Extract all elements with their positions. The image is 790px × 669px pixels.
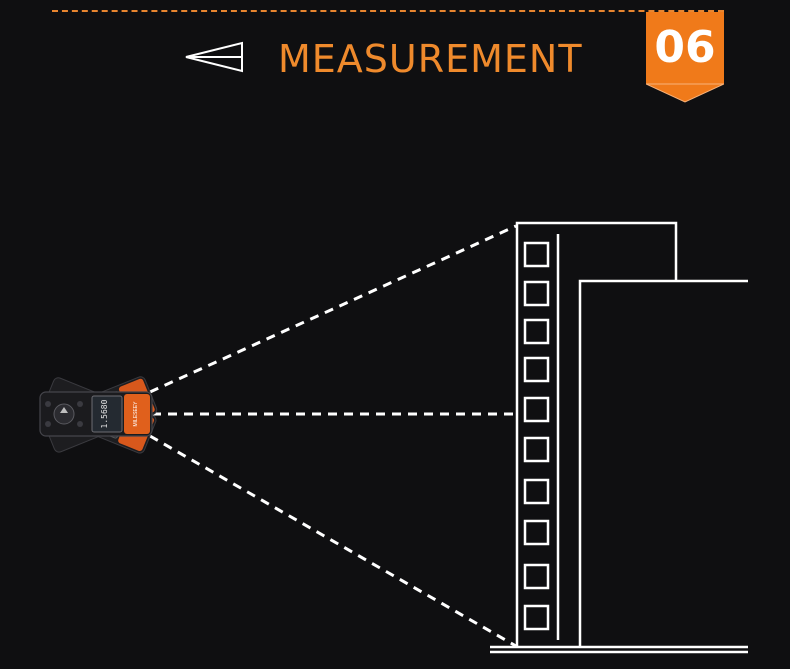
window [523, 356, 550, 383]
building-windows [523, 241, 550, 631]
window [523, 478, 550, 505]
laser-beam-top [149, 224, 517, 394]
laser-beams [149, 224, 517, 648]
device-orange-cap [124, 394, 150, 434]
window [523, 280, 550, 307]
building-tall-block [515, 221, 678, 646]
window [523, 318, 550, 345]
window [523, 519, 550, 546]
window [523, 241, 550, 268]
window [523, 604, 550, 631]
section-title: MEASUREMENT [278, 37, 583, 81]
section-number: 06 [654, 22, 716, 73]
device-brand: MILESEEY [133, 401, 139, 427]
window [523, 436, 550, 463]
top-divider [52, 10, 724, 12]
rangefinder-device-main: 1.5680 MILESEEY [39, 391, 153, 437]
window [523, 563, 550, 590]
device-screen [91, 395, 123, 433]
window [523, 396, 550, 423]
arrow-left-icon [185, 41, 243, 73]
badge-shape [646, 12, 724, 103]
device-keypad-icon [53, 403, 75, 425]
laser-beam-bottom [149, 434, 517, 648]
building [490, 221, 748, 654]
device-reading: 1.5680 [100, 399, 109, 428]
building-low-block [578, 279, 748, 646]
